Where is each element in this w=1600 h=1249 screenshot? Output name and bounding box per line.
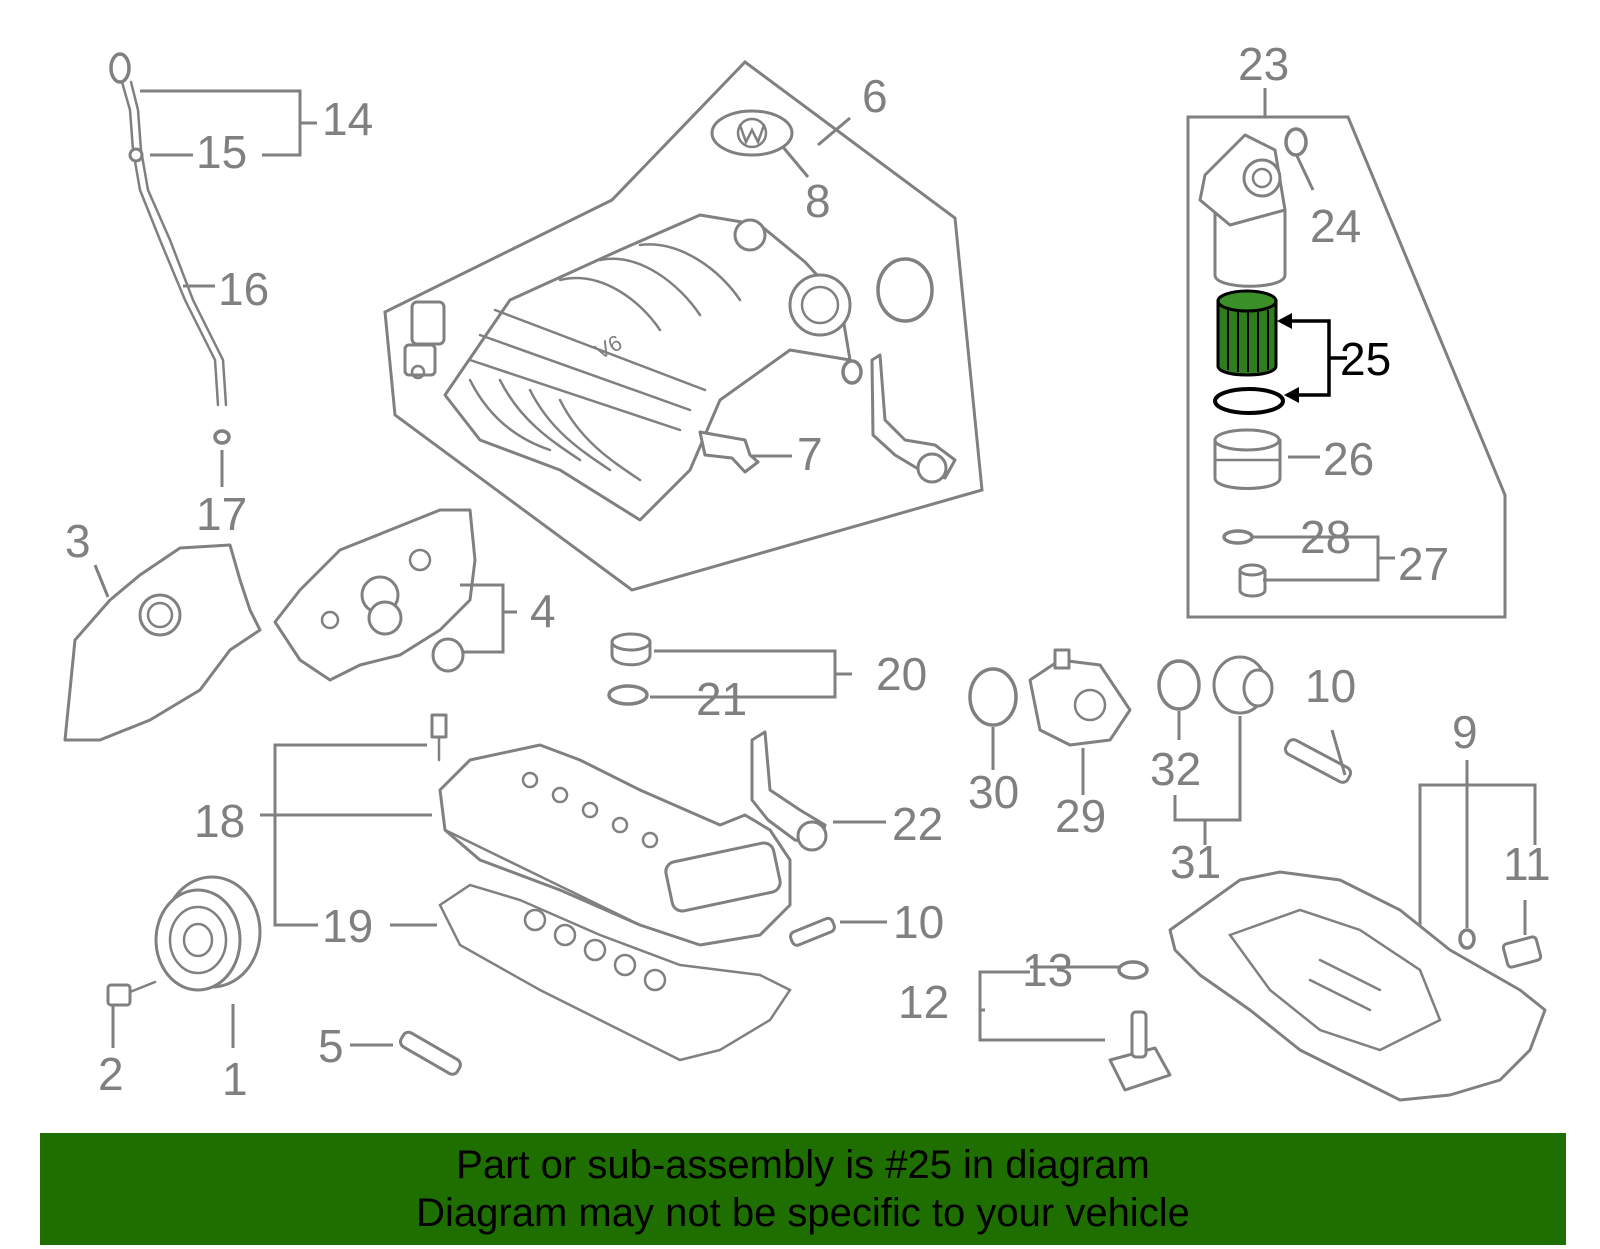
part-4-timing-cover[interactable]: [273, 508, 477, 682]
part-29-oil-cooler[interactable]: [1028, 648, 1132, 747]
part-note-line-1: Part or sub-assembly is #25 in diagram: [456, 1143, 1150, 1187]
part-12-oil-level-sensor[interactable]: [1108, 1010, 1172, 1092]
part-6-intake-manifold[interactable]: V6: [443, 213, 852, 522]
part-22-breather-hose[interactable]: [750, 730, 828, 852]
part-31-filter-flange[interactable]: [1212, 655, 1274, 715]
part-24-oring[interactable]: [1284, 127, 1308, 157]
part-19-valve-cover-gasket[interactable]: [438, 883, 792, 1062]
callout-32: 32: [1150, 743, 1201, 795]
part-note-line-2: Diagram may not be specific to your vehi…: [416, 1191, 1190, 1235]
group-23-outline: [1186, 115, 1507, 619]
vw-logo-icon: [736, 117, 768, 149]
part-25-oil-filter-element[interactable]: [1216, 289, 1278, 377]
callout-7: 7: [797, 428, 823, 480]
part-25-gasket[interactable]: [1213, 387, 1285, 415]
part-32-seal[interactable]: [1157, 659, 1201, 711]
callout-17: 17: [196, 488, 247, 540]
callout-16: 16: [218, 263, 269, 315]
part-note-banner: Part or sub-assembly is #25 in diagram D…: [40, 1133, 1566, 1245]
callout-6: 6: [862, 70, 888, 122]
part-20-oil-filler-cap[interactable]: [610, 632, 652, 667]
callout-23: 23: [1238, 38, 1289, 90]
part-7-bracket[interactable]: [698, 430, 760, 474]
callout-8: 8: [805, 175, 831, 227]
callout-21: 21: [696, 673, 747, 725]
group-6-outline: [383, 60, 984, 592]
callout-22: 22: [892, 798, 943, 850]
part-6-throttle-gasket[interactable]: [876, 257, 934, 323]
part-18-valve-cover[interactable]: [438, 743, 792, 947]
part-5-sleeve[interactable]: [398, 1030, 462, 1076]
part-9-oring[interactable]: [1458, 928, 1476, 950]
callout-10a: 10: [1305, 660, 1356, 712]
part-1-crankshaft-pulley[interactable]: [154, 875, 262, 992]
callout-19: 19: [322, 900, 373, 952]
callout-20: 20: [876, 648, 927, 700]
part-6-pcv-hose[interactable]: [870, 353, 957, 484]
callout-5: 5: [318, 1020, 344, 1072]
part-2-pulley-bolt[interactable]: [106, 980, 157, 1007]
callout-10b: 10: [893, 896, 944, 948]
callout-26: 26: [1323, 433, 1374, 485]
callout-27: 27: [1398, 538, 1449, 590]
callout-18: 18: [194, 795, 245, 847]
part-23-oil-filter-housing[interactable]: [1198, 133, 1287, 288]
callout-15: 15: [196, 126, 247, 178]
callout-1: 1: [222, 1053, 248, 1105]
callout-28: 28: [1300, 511, 1351, 563]
callout-13: 13: [1022, 944, 1073, 996]
leader-25: [1277, 313, 1347, 403]
callout-25: 25: [1340, 333, 1391, 385]
callout-14: 14: [322, 93, 373, 145]
callout-29: 29: [1055, 790, 1106, 842]
part-27-drain-plug[interactable]: [1238, 563, 1267, 598]
part-10-sleeve-lower[interactable]: [788, 916, 836, 947]
callout-11: 11: [1503, 838, 1551, 890]
callout-3: 3: [65, 515, 91, 567]
callout-24: 24: [1310, 200, 1361, 252]
part-4-seal[interactable]: [431, 637, 465, 673]
callout-30: 30: [968, 766, 1019, 818]
part-13-oring[interactable]: [1117, 960, 1149, 980]
part-3-timing-cover[interactable]: [63, 543, 262, 742]
part-6-sensor[interactable]: [403, 300, 446, 380]
callout-9: 9: [1452, 706, 1478, 758]
part-21-oring[interactable]: [607, 684, 649, 706]
part-8-engine-cover-emblem[interactable]: [710, 109, 794, 157]
callout-2: 2: [98, 1048, 124, 1100]
callout-12: 12: [898, 976, 949, 1028]
part-28-washer[interactable]: [1222, 529, 1254, 545]
part-9-oil-pan[interactable]: [1168, 870, 1547, 1102]
part-10-sleeve-upper[interactable]: [1283, 738, 1353, 785]
part-11-drain-plug[interactable]: [1501, 935, 1543, 969]
part-30-seal[interactable]: [968, 667, 1018, 727]
part-14-dipstick[interactable]: [109, 52, 231, 445]
callout-31: 31: [1170, 836, 1221, 888]
part-6-small-oring[interactable]: [841, 359, 863, 385]
callout-4: 4: [530, 585, 556, 637]
leader-lines: [93, 89, 1537, 1048]
part-26-filter-cap[interactable]: [1213, 428, 1282, 490]
callout-labels: 1 2 3 4 5 6 7 8 9 10 10 11 12 13 14 15 1…: [65, 38, 1551, 1105]
part-18-bolt[interactable]: [430, 713, 448, 762]
